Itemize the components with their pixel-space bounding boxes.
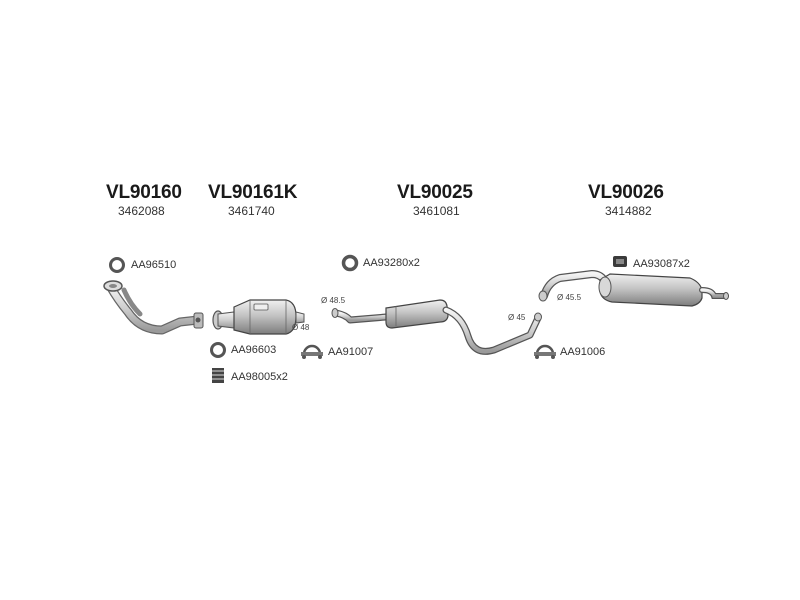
part-code-vl90025: VL90025	[397, 182, 473, 203]
accessory-label: AA96510	[131, 259, 177, 271]
gasket-ring-icon	[109, 257, 125, 273]
gasket-ring-icon	[210, 342, 226, 358]
rear-silencer	[538, 270, 729, 307]
diameter-label: Ø 45	[508, 313, 526, 322]
diameter-label: Ø 45.5	[557, 293, 582, 302]
accessory-label: AA91007	[328, 346, 374, 358]
accessory-label: AA93087x2	[633, 258, 690, 270]
clamp-icon	[301, 344, 323, 359]
accessory-label: AA98005x2	[231, 371, 288, 383]
diameter-label: Ø 48.5	[321, 296, 346, 305]
clamp-icon	[534, 344, 556, 359]
accessory-label: AA93280x2	[363, 257, 420, 269]
accessory-label: AA91006	[560, 346, 606, 358]
oem-number-vl90025: 3461081	[413, 204, 460, 218]
oem-number-vl90026: 3414882	[605, 204, 652, 218]
gasket-ring-icon	[341, 254, 359, 272]
middle-silencer	[331, 299, 542, 355]
part-code-vl90161k: VL90161K	[208, 182, 298, 203]
oem-number-vl90161k: 3461740	[228, 204, 275, 218]
catalytic-converter	[212, 299, 305, 335]
spring-icon	[212, 368, 224, 383]
accessory-label: AA96603	[231, 344, 277, 356]
rubber-mount-icon	[613, 256, 627, 267]
front-pipe	[103, 280, 204, 335]
part-code-vl90026: VL90026	[588, 182, 664, 203]
diameter-label: Ø 48	[292, 323, 310, 332]
oem-number-vl90160: 3462088	[118, 204, 165, 218]
part-code-vl90160: VL90160	[106, 182, 182, 203]
